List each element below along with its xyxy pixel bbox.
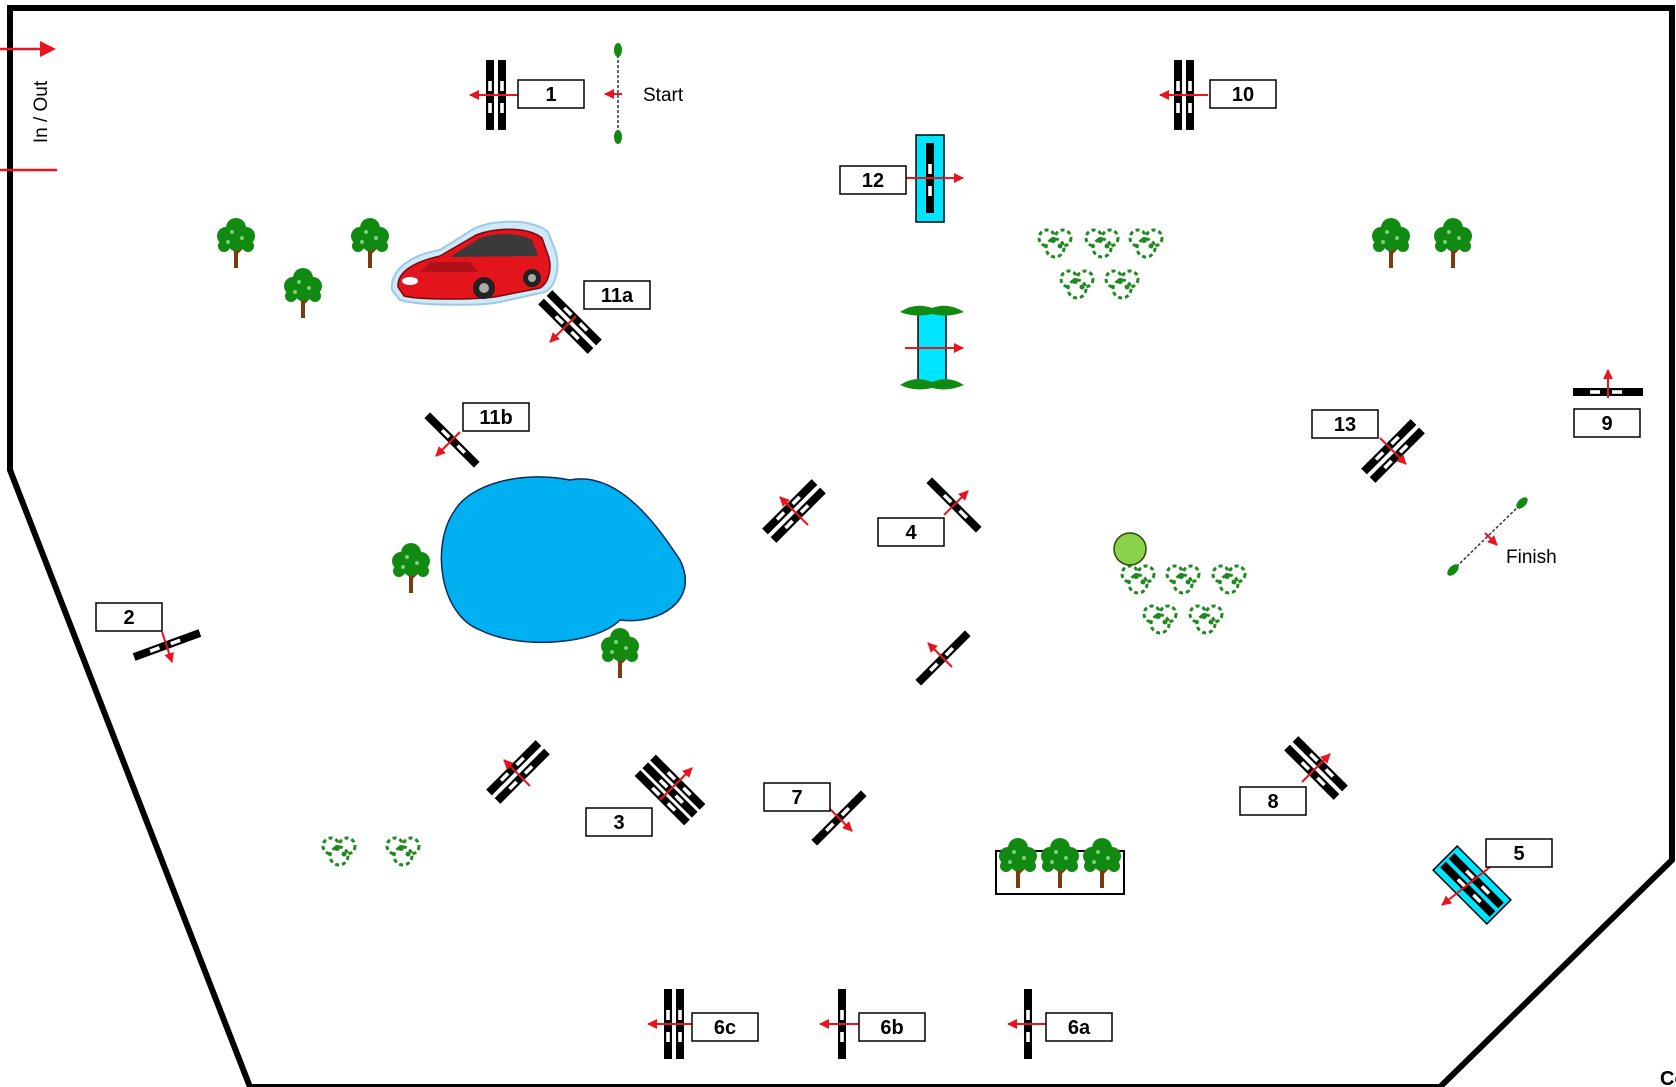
number-box-frame: [763, 782, 831, 812]
fence-5: [1432, 845, 1512, 925]
number-box-frame: [95, 602, 163, 632]
bush-icon: [1188, 604, 1224, 635]
fence-11b: [424, 412, 480, 468]
fence-9: [1573, 369, 1643, 398]
tree-icon: [215, 216, 257, 270]
water-tray: [900, 305, 964, 390]
fence-unnumbered-b: [915, 630, 971, 686]
fence-11a-number: 11a: [601, 285, 634, 307]
entrance-gate: In / Out: [0, 41, 57, 172]
bush-icon: [1037, 228, 1073, 259]
finish-label: Finish: [1506, 547, 1557, 568]
fence-7-number-box: 7: [763, 782, 831, 812]
fence-13-number: 13: [1334, 414, 1356, 436]
number-box-frame: [1311, 409, 1379, 439]
number-box-frame: [839, 165, 907, 195]
bush-icon: [385, 836, 421, 867]
fence-2-number: 2: [123, 607, 134, 629]
water-pond: [440, 476, 687, 644]
fence-8-number-box: 8: [1239, 786, 1307, 816]
number-box-frame: [1239, 786, 1307, 816]
tree-icon: [1370, 216, 1412, 270]
fence-4: [926, 477, 982, 533]
tree-icon: [390, 541, 432, 595]
entrance-label: In / Out: [31, 80, 52, 143]
tree-icon: [349, 216, 391, 270]
fence-6a: [1007, 989, 1052, 1059]
number-box-frame: [1573, 408, 1641, 438]
fence-10-number: 10: [1232, 84, 1254, 106]
car-icon: [390, 220, 559, 306]
fence-8: [1284, 736, 1348, 800]
fence-6c-number-box: 6c: [691, 1012, 759, 1042]
fence-3-number-box: 3: [585, 807, 653, 837]
fence-12: [905, 134, 964, 223]
fence-9-number-box: 9: [1573, 408, 1641, 438]
fence-5-number-box: 5: [1485, 838, 1553, 868]
fence-2: [132, 629, 202, 663]
fence-3: [635, 755, 706, 826]
arena-border: [7, 5, 1675, 1087]
number-box-frame: [583, 280, 651, 310]
fence-13: [1361, 419, 1425, 483]
fence-10-number-box: 10: [1209, 79, 1277, 109]
bush-icon: [1059, 269, 1095, 300]
fence-6b-number-box: 6b: [858, 1012, 926, 1042]
number-box-frame: [1485, 838, 1553, 868]
fence-unnumbered-c: [486, 740, 550, 804]
tree-icon: [1432, 216, 1474, 270]
fence-12-number-box: 12: [839, 165, 907, 195]
finish-line: Finish: [1447, 497, 1557, 576]
number-box-frame: [858, 1012, 926, 1042]
number-box-frame: [585, 807, 653, 837]
fence-4-number-box: 4: [877, 517, 945, 547]
fence-7: [811, 790, 867, 846]
fence-11b-number-box: 11b: [462, 402, 530, 432]
fence-6b-number: 6b: [880, 1017, 903, 1039]
start-line: Start: [604, 43, 684, 144]
number-box-frame: [877, 517, 945, 547]
fence-1-number: 1: [545, 84, 556, 106]
fence-11a: [538, 290, 602, 354]
fence-6a-number-box: 6a: [1045, 1012, 1113, 1042]
fence-9-number: 9: [1601, 413, 1612, 435]
fence-12-number: 12: [862, 170, 884, 192]
bush-icon: [1142, 604, 1178, 635]
fence-4-number: 4: [905, 522, 917, 544]
tree-icon: [599, 626, 641, 680]
bush-icon: [1104, 269, 1140, 300]
bush-icon: [1084, 228, 1120, 259]
fence-11a-number-box: 11a: [583, 280, 651, 310]
tree-planter: [995, 836, 1125, 895]
bush-icon: [1211, 564, 1247, 595]
fence-2-number-box: 2: [95, 602, 163, 632]
fence-5-number: 5: [1513, 843, 1524, 865]
bush-icon: [1128, 228, 1164, 259]
fence-6c-number: 6c: [714, 1017, 736, 1039]
fence-11b-number: 11b: [479, 407, 512, 429]
number-box-frame: [517, 79, 585, 109]
number-box-frame: [1045, 1012, 1113, 1042]
number-box-frame: [691, 1012, 759, 1042]
fence-1: [469, 60, 520, 130]
fence-3-number: 3: [613, 812, 624, 834]
number-box-frame: [1209, 79, 1277, 109]
fence-6c: [647, 989, 698, 1059]
fence-1-number-box: 1: [517, 79, 585, 109]
fence-10: [1159, 60, 1208, 130]
fence-unnumbered-a: [762, 479, 826, 543]
fence-8-number: 8: [1267, 791, 1278, 813]
number-box-frame: [462, 402, 530, 432]
fence-13-number-box: 13: [1311, 409, 1379, 439]
tree-icon: [282, 266, 324, 320]
fence-7-number: 7: [791, 787, 802, 809]
bush-icon: [1165, 564, 1201, 595]
bush-icon: [1120, 564, 1156, 595]
footer-label: Co: [1660, 1068, 1676, 1087]
fence-6a-number: 6a: [1068, 1017, 1091, 1039]
bush-icon: [321, 836, 357, 867]
marker-ball: [1113, 532, 1147, 566]
start-label: Start: [643, 85, 684, 106]
